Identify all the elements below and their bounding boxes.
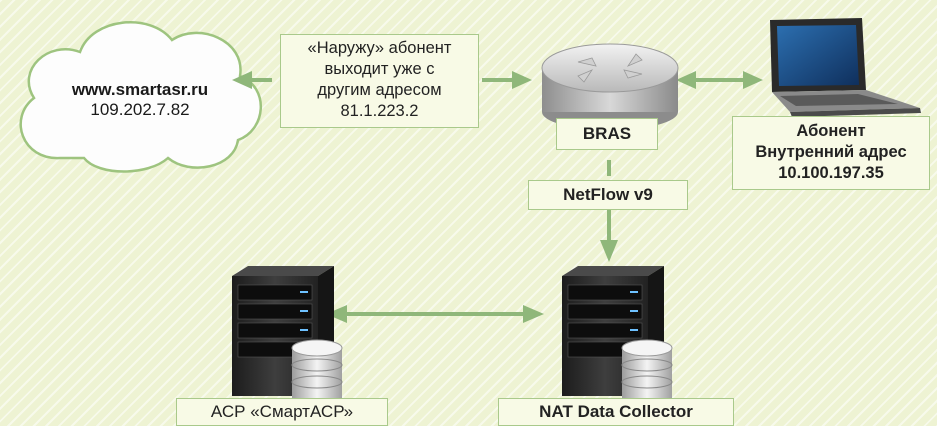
nat-note: «Наружу» абонент выходит уже с другим ад… (280, 34, 479, 128)
subscriber-title: Абонент (796, 122, 866, 140)
cloud-label: www.smartasr.ru 109.202.7.82 (20, 80, 260, 120)
collector-server-icon (562, 266, 673, 400)
laptop-icon (770, 18, 921, 117)
netflow-label: NetFlow v9 (528, 180, 688, 210)
arrow-cloud-note (232, 71, 272, 89)
nat-note-line: другим адресом (317, 81, 442, 99)
cloud-host: www.smartasr.ru (71, 80, 209, 99)
arrow-billing-collector (326, 305, 544, 323)
arrow-note-router (482, 71, 532, 89)
arrow-router-laptop (676, 71, 763, 89)
collector-label: NAT Data Collector (498, 398, 734, 426)
billing-label: АСР «СмартАСР» (176, 398, 388, 426)
subscriber-ip: 10.100.197.35 (778, 164, 884, 182)
bras-label: BRAS (556, 118, 658, 150)
nat-note-line: выходит уже с (324, 60, 435, 78)
nat-note-line: 81.1.223.2 (340, 102, 419, 120)
subscriber-label: Абонент Внутренний адрес 10.100.197.35 (732, 116, 930, 190)
nat-note-line: «Наружу» абонент (307, 39, 452, 57)
subscriber-subtitle: Внутренний адрес (755, 143, 907, 161)
arrow-bras-collector (600, 160, 618, 262)
cloud-ip: 109.202.7.82 (90, 100, 190, 119)
internet-cloud (19, 21, 263, 173)
billing-server-icon (232, 266, 343, 400)
